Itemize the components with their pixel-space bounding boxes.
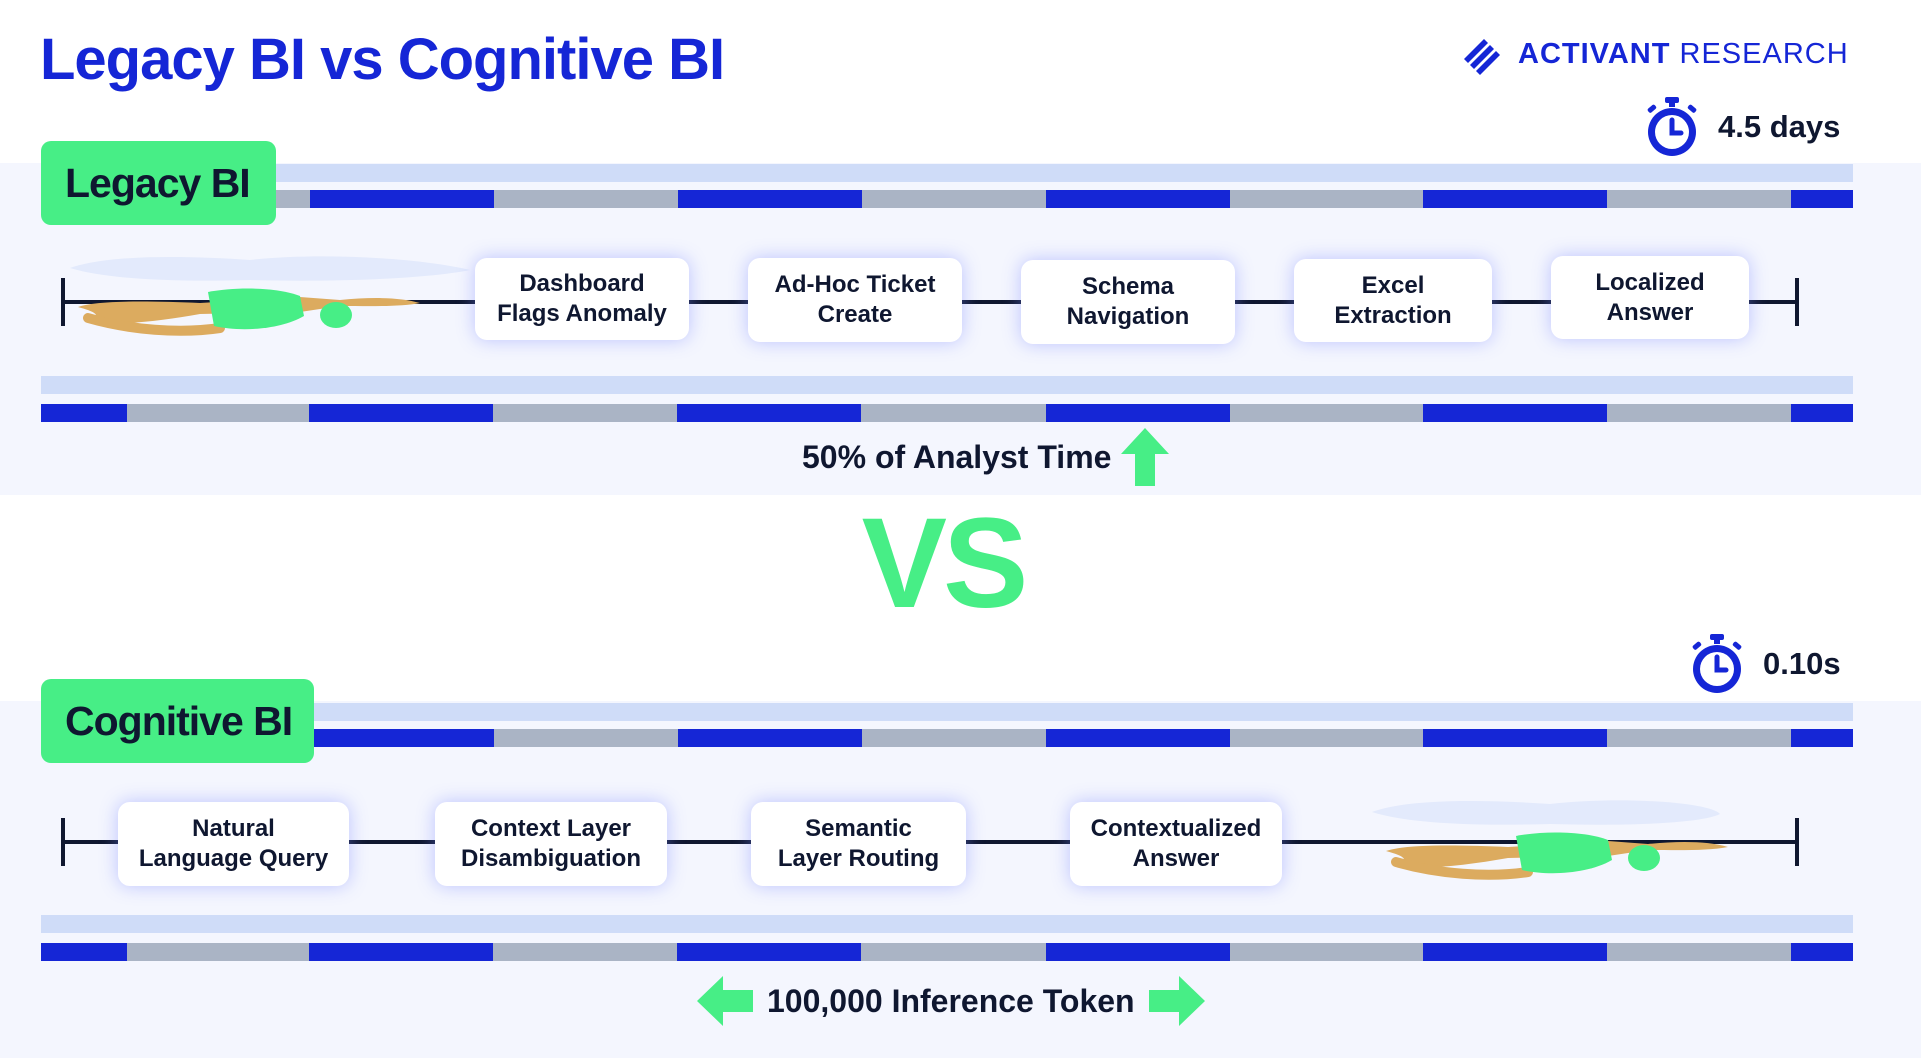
cognitive-swimmer-icon [1372,800,1728,880]
arrow-right-icon [1148,976,1205,1026]
step-line: Semantic [805,815,912,842]
legacy-bi-label: Legacy BI [41,141,276,225]
cognitive-caption: 100,000 Inference Token [697,976,1205,1026]
cognitive-lane-rope-top [41,703,1853,747]
stopwatch-icon [1692,634,1742,693]
stopwatch-icon [1647,97,1697,156]
legacy-timer: 4.5 days [1644,96,1840,158]
cognitive-lane-rope-bottom [41,915,1853,961]
page-title: Legacy BI vs Cognitive BI [40,27,725,92]
step-line: Create [817,301,893,328]
step-line: Dashboard [519,270,645,297]
legacy-caption: 50% of Analyst Time [802,428,1170,486]
step-line: Excel [1361,271,1425,299]
step-line: Layer Routing [777,845,940,872]
step-line: Answer [1132,845,1220,872]
legacy-duration: 4.5 days [1718,109,1841,144]
step-line: Extraction [1334,301,1452,329]
analyst-time-text: 50% of Analyst Time [802,438,1112,475]
step-line: Ad-Hoc Ticket [774,271,936,298]
step-line: Answer [1606,298,1694,326]
brand-logo: ACTIVANT RESEARCH [1462,32,1849,76]
step-line: Disambiguation [460,845,641,872]
step-line: Schema [1081,273,1175,300]
step-line: Navigation [1066,303,1190,330]
brand-name: ACTIVANT RESEARCH [1518,38,1849,71]
inference-token-text: 100,000 Inference Token [767,982,1135,1019]
step-line: Localized [1595,268,1705,296]
step-line: Flags Anomaly [497,300,667,327]
brand-name-bold: ACTIVANT [1518,37,1671,70]
vs-label: VS [861,492,1029,635]
step-line: Contextualized [1090,815,1262,842]
cognitive-bi-label: Cognitive BI [41,679,314,763]
legacy-lane-rope-bottom [41,376,1853,422]
cognitive-duration: 0.10s [1763,646,1841,681]
diagonal-stripes-logo-icon [1464,39,1500,75]
step-line: Language Query [138,845,329,872]
cognitive-timer: 0.10s [1689,633,1841,695]
arrow-left-icon [697,976,753,1026]
legacy-lane-rope-top [41,164,1853,208]
arrow-up-icon [1121,428,1170,486]
step-line: Context Layer [470,815,632,842]
legacy-swimmer-icon [70,256,470,336]
step-line: Natural [192,815,275,842]
brand-name-light: RESEARCH [1679,37,1849,70]
